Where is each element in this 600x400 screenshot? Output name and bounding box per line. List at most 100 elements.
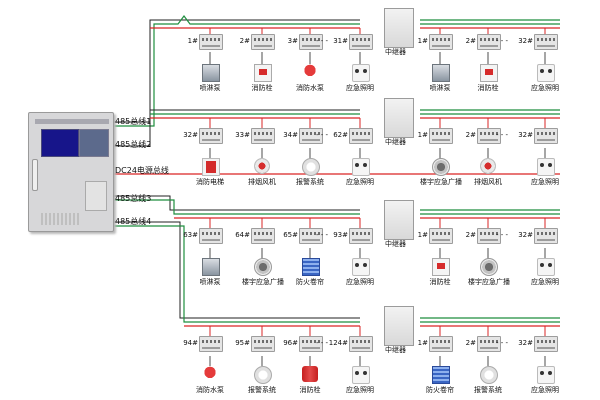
device-label: 消防水泵 [296,84,324,92]
module-address: 93# [333,231,348,239]
panel-handle [32,159,38,191]
control-module [251,228,275,244]
ellipsis-right: - - - [496,37,509,45]
ellipsis-right: - - - [496,339,509,347]
relay-box-4 [384,306,414,346]
module-address: 2# [465,131,476,139]
control-module [349,34,373,50]
row3-wires [112,195,560,228]
bus-label-485-1: 485总线1 [115,117,152,126]
device-drops [209,52,546,366]
fire-pump-icon [202,366,218,382]
module-address: 1# [417,231,428,239]
pump-icon [202,258,220,276]
module-address: 94# [183,339,198,347]
bus-label-485-2: 485总线2 [115,140,152,149]
central-controller-panel [28,112,114,232]
emergency-light-icon [352,366,370,384]
device-label: 消防电梯 [196,178,224,186]
module-address: 65# [283,231,298,239]
module-address: 32# [183,131,198,139]
speaker-grille [41,213,81,225]
module-address: 32# [518,339,533,347]
control-module [429,34,453,50]
row1-wires [112,15,560,127]
control-module [429,336,453,352]
control-module [429,228,453,244]
relay-box-1 [384,8,414,48]
device-label: 消防栓 [429,278,451,286]
control-module [534,336,558,352]
controller-keypad [79,129,109,157]
device-label: 报警系统 [474,386,502,394]
relay-box-3 [384,200,414,240]
bus-label-dc24: DC24电源总线 [115,166,169,175]
control-module [199,34,223,50]
control-module [477,228,501,244]
device-label: 应急照明 [346,278,374,286]
bus-label-485-3: 485总线3 [115,194,152,203]
hydrant-icon [432,258,450,276]
device-label: 消防栓 [251,84,273,92]
emergency-light-icon [537,158,555,176]
module-address: 2# [465,339,476,347]
relay-box-2 [384,98,414,138]
extinguisher-icon [302,366,318,382]
device-label: 楼宇应急广播 [242,278,284,286]
module-address: 32# [518,37,533,45]
device-label: 排烟风机 [248,178,276,186]
control-module [477,128,501,144]
device-label: 喷淋泵 [429,84,451,92]
control-module [299,228,323,244]
control-module [349,128,373,144]
ellipsis-left: - - - [316,131,329,139]
control-module [251,336,275,352]
device-label: 报警系统 [296,178,324,186]
module-address: 1# [187,37,198,45]
emergency-light-icon [537,64,555,82]
hydrant-icon [254,64,272,82]
control-module [299,34,323,50]
ellipsis-left: - - - [316,37,329,45]
controller-printer [85,181,107,211]
module-address: 3# [287,37,298,45]
control-module [199,228,223,244]
elevator-icon [202,158,220,176]
control-module [477,34,501,50]
device-label: 楼宇应急广播 [468,278,510,286]
module-address: 2# [239,37,250,45]
ellipsis-right: - - - [496,131,509,139]
device-label: 喷淋泵 [199,84,221,92]
device-label: 应急照明 [346,178,374,186]
module-address: 96# [283,339,298,347]
control-module [477,336,501,352]
control-module [251,128,275,144]
module-address: 95# [235,339,250,347]
module-address: 34# [283,131,298,139]
device-label: 应急照明 [346,386,374,394]
control-module [534,34,558,50]
module-address: 124# [328,339,348,347]
device-label: 防火卷帘 [426,386,454,394]
fan-icon [254,158,270,174]
device-label: 应急照明 [531,386,559,394]
emergency-light-icon [537,258,555,276]
emergency-light-icon [352,258,370,276]
pump-icon [202,64,220,82]
relay-label-1: 中继器 [385,48,406,56]
module-address: 1# [417,37,428,45]
row2-wires [112,109,560,147]
ellipsis-left: - - - [316,231,329,239]
module-address: 32# [518,131,533,139]
device-label: 报警系统 [248,386,276,394]
speaker-icon [432,158,450,176]
emergency-light-icon [537,366,555,384]
device-label: 喷淋泵 [199,278,221,286]
shutter-icon [432,366,450,384]
device-label: 应急照明 [531,178,559,186]
device-label: 楼宇应急广播 [420,178,462,186]
alarm-icon [254,366,272,384]
module-address: 33# [235,131,250,139]
device-label: 消防水泵 [196,386,224,394]
